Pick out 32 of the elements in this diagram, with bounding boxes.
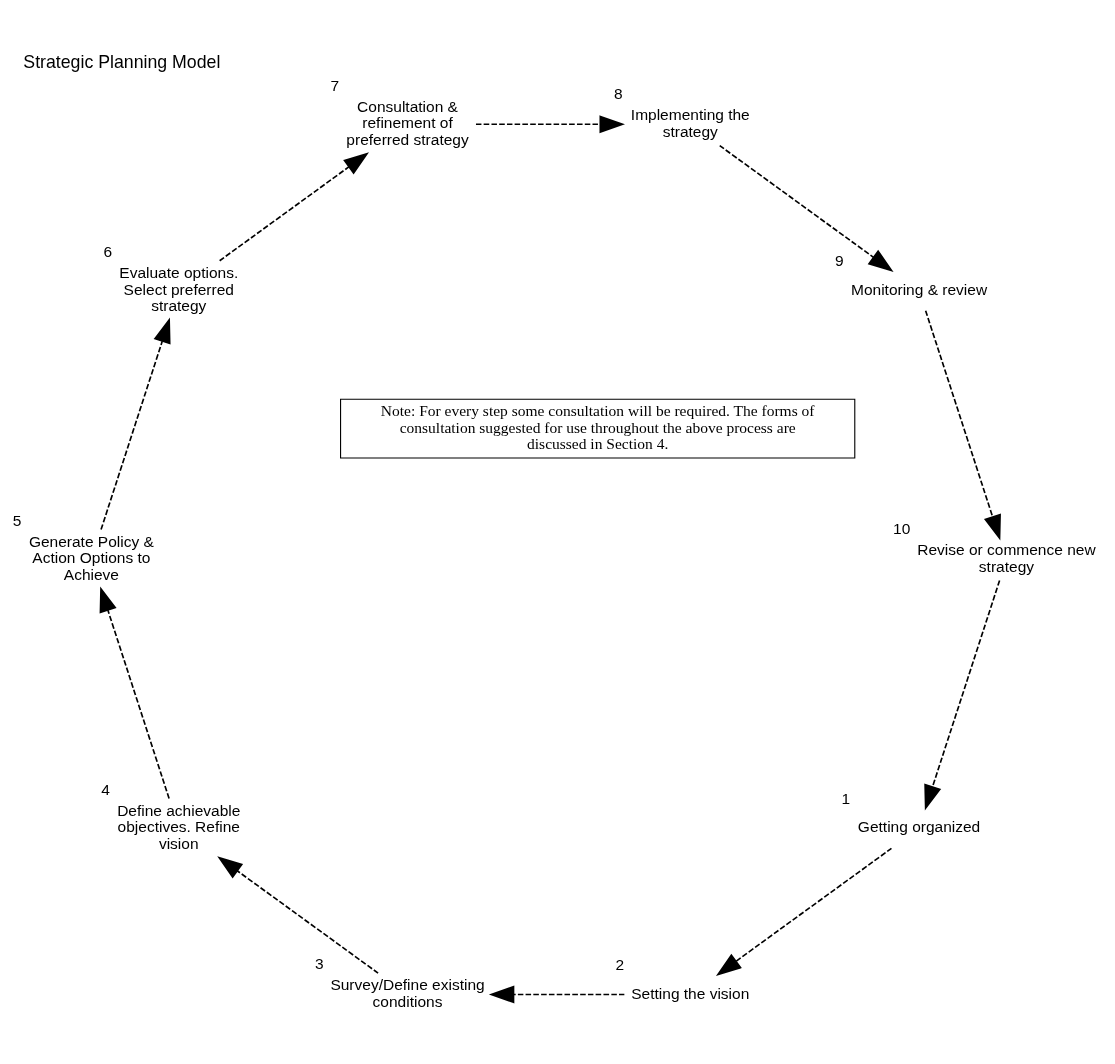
arrow [924, 309, 1001, 541]
arrow [217, 855, 379, 974]
arrow [488, 985, 626, 1003]
arrow [715, 847, 893, 976]
node-label: 4 [101, 780, 110, 798]
node-label: 6 [103, 242, 113, 260]
node-text: Monitoring & review [851, 280, 988, 298]
node-label: 3 [315, 954, 324, 972]
arrow [718, 144, 894, 272]
node-label: 10 [893, 519, 911, 537]
label: Note: For every step some consultation will be required. The forms of consultation suggested for use throughout the above process are discussed in Section 4. [380, 401, 815, 452]
arrow [924, 579, 1001, 810]
node-text: Consultation & refinement of preferred strategy [346, 97, 469, 148]
node-text: Evaluate options. Select preferred strategy [119, 263, 239, 314]
node-text: Survey/Define existing conditions [330, 975, 485, 1010]
node-label: 2 [615, 955, 625, 973]
diagram-title: Strategic Planning Model [23, 51, 221, 72]
node-text: Define achievable objectives. Refine vision [117, 801, 241, 852]
arrow [218, 151, 369, 262]
node-label: 1 [841, 789, 851, 807]
node-text: Getting organized [857, 817, 981, 835]
arrow [100, 317, 171, 530]
arrow [475, 114, 625, 133]
node-label: 8 [613, 84, 623, 102]
node-label: 7 [330, 76, 340, 94]
node-label: 5 [12, 511, 22, 529]
node-text: Revise or commence new strategy [917, 540, 1096, 575]
node-text: Setting the vision [631, 984, 750, 1002]
node-text: Implementing the strategy [630, 105, 750, 140]
arrow [99, 586, 170, 799]
node-label: 9 [834, 251, 844, 269]
node-text: Generate Policy & Action Options to Achieve [28, 532, 154, 583]
